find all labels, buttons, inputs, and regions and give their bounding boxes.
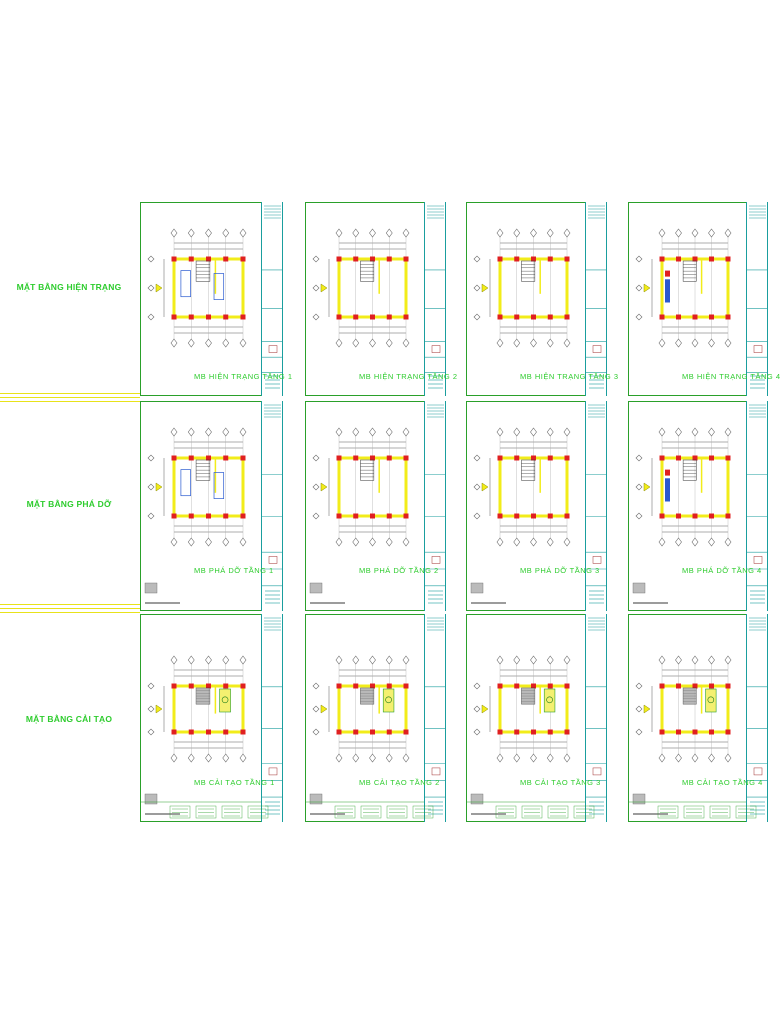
title-block-lines <box>425 404 445 604</box>
floor-plan <box>632 427 732 604</box>
floor-plan-drawing <box>147 655 247 763</box>
floor-plan <box>144 427 247 604</box>
title-block-strip <box>585 614 607 822</box>
plan-title: MB PHÁ DỠ TẦNG 4 <box>682 566 762 575</box>
floor-plan-drawing <box>147 228 247 348</box>
floor-plan-drawing <box>312 228 410 348</box>
floor-plan <box>147 228 247 348</box>
plan-title: MB HIỆN TRẠNG TẦNG 2 <box>359 372 458 381</box>
plan-title: MB PHÁ DỠ TẦNG 3 <box>520 566 600 575</box>
title-block-strip <box>424 202 446 396</box>
floor-plan-drawing <box>473 655 571 763</box>
floor-plan-drawing <box>473 228 571 348</box>
plan-title: MB HIỆN TRẠNG TẦNG 4 <box>682 372 781 381</box>
floor-plan <box>140 655 269 819</box>
row-label-demolition: MẶT BẰNG PHÁ DỠ <box>26 499 112 509</box>
title-block-strip <box>424 614 446 822</box>
title-block-lines <box>747 404 767 604</box>
title-block-strip <box>261 401 283 611</box>
floor-plan-drawing <box>312 655 410 763</box>
title-block-lines <box>747 205 767 389</box>
title-block-strip <box>746 202 768 396</box>
title-block-lines <box>262 205 282 389</box>
plan-title: MB CẢI TẠO TẦNG 4 <box>682 778 763 787</box>
floor-plan <box>635 228 732 348</box>
title-block-strip <box>424 401 446 611</box>
floor-plan-drawing <box>635 655 732 763</box>
floor-plan-drawing <box>635 228 732 348</box>
floor-plan <box>305 655 434 819</box>
plan-title: MB CẢI TẠO TẦNG 3 <box>520 778 601 787</box>
floor-plan <box>470 427 571 604</box>
title-block-strip <box>585 202 607 396</box>
floor-plan-drawing <box>635 427 732 547</box>
floor-plan <box>628 655 757 819</box>
floor-plan <box>312 228 410 348</box>
floor-plan <box>473 228 571 348</box>
floor-plan-drawing <box>473 427 571 547</box>
row-label-existing: MẶT BẰNG HIỆN TRẠNG <box>16 282 122 292</box>
title-block-lines <box>262 404 282 604</box>
title-block-lines <box>747 617 767 815</box>
plan-title: MB PHÁ DỠ TẦNG 1 <box>194 566 274 575</box>
title-block-lines <box>425 617 445 815</box>
plan-title: MB HIỆN TRẠNG TẦNG 3 <box>520 372 619 381</box>
plan-title: MB PHÁ DỠ TẦNG 2 <box>359 566 439 575</box>
title-block-lines <box>586 617 606 815</box>
title-block-strip <box>746 614 768 822</box>
floor-plan-drawing <box>147 427 247 547</box>
title-block-lines <box>586 404 606 604</box>
plan-title: MB HIỆN TRẠNG TẦNG 1 <box>194 372 293 381</box>
title-block-lines <box>586 205 606 389</box>
floor-plan <box>309 427 410 604</box>
floor-plan <box>466 655 595 819</box>
plan-title: MB CẢI TẠO TẦNG 1 <box>194 778 275 787</box>
title-block-lines <box>425 205 445 389</box>
title-block-strip <box>261 202 283 396</box>
title-block-strip <box>746 401 768 611</box>
plan-title: MB CẢI TẠO TẦNG 2 <box>359 778 440 787</box>
title-block-strip <box>585 401 607 611</box>
floor-plan-drawing <box>312 427 410 547</box>
row-label-renovation: MẶT BẰNG CẢI TẠO <box>25 714 113 724</box>
